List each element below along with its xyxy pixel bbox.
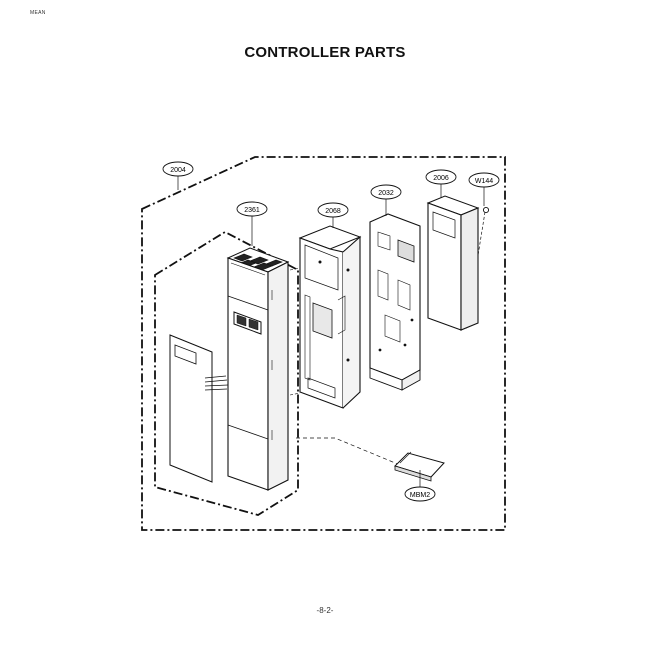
callout-2006: 2006 [425,169,457,185]
svg-text:MBM2: MBM2 [410,492,430,499]
outer-assembly-boundary [141,156,506,531]
document-code: MEAN [30,10,46,16]
callout-2032: 2032 [370,184,402,200]
control-panel-film [169,334,229,483]
callout-mbm2: MBM2 [404,486,436,502]
main-pcb [369,213,421,391]
front-panel [226,247,290,491]
page-number: -8-2- [316,606,334,615]
callout-2004: 2004 [162,161,194,177]
svg-text:W144: W144 [475,178,493,185]
frame-bracket [298,225,362,409]
callout-leaders [177,176,485,487]
callout-2068: 2068 [317,202,349,218]
svg-text:2032: 2032 [378,190,394,197]
svg-text:2006: 2006 [433,175,449,182]
svg-text:2068: 2068 [325,208,341,215]
page-title: CONTROLLER PARTS [244,44,406,61]
display-module [426,195,480,331]
callout-w144: W144 [468,172,500,188]
callout-2361: 2361 [236,201,268,217]
flat-cable-mbm2 [394,451,445,482]
screw-w144 [482,206,490,214]
svg-text:2004: 2004 [170,167,186,174]
svg-text:2361: 2361 [244,207,260,214]
